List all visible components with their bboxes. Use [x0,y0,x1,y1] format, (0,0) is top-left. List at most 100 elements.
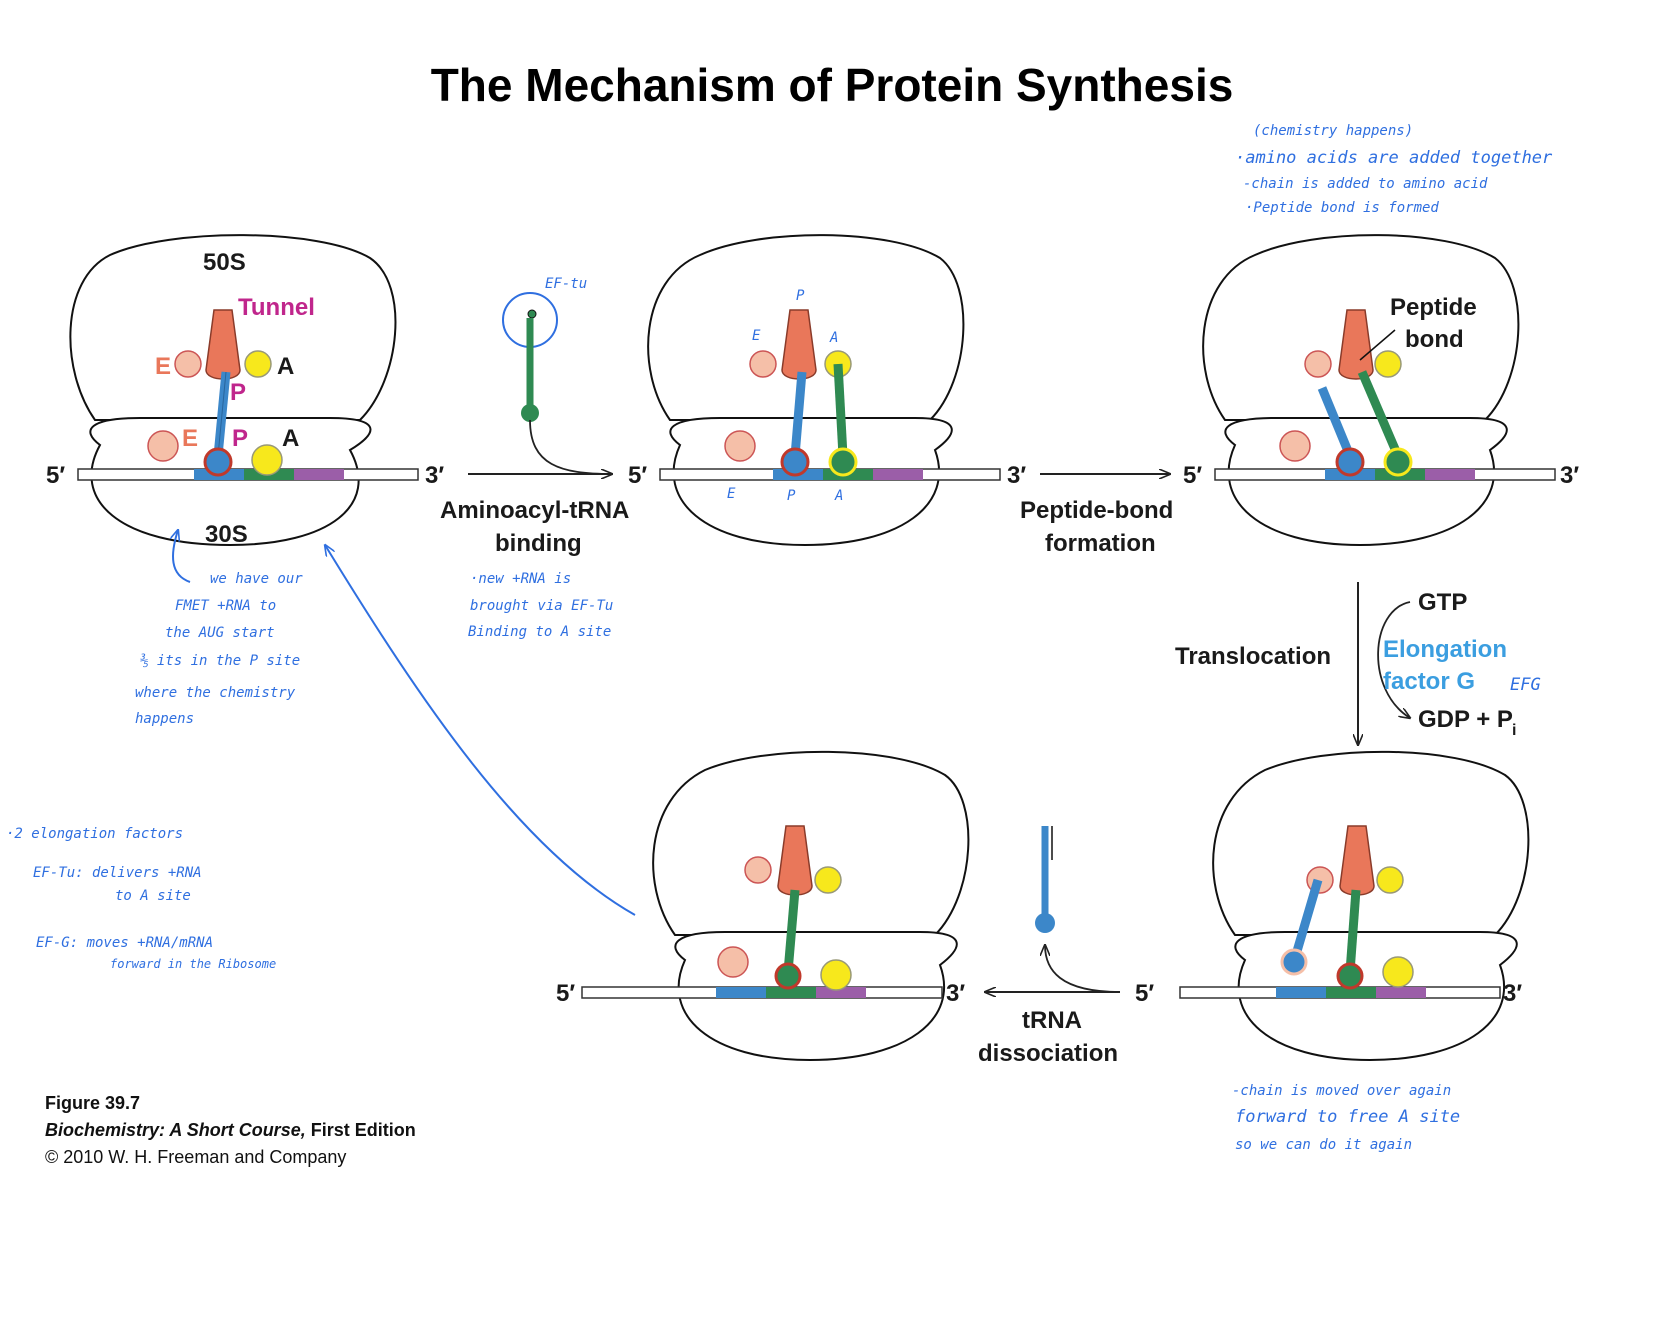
label-3prime: 3′ [946,980,965,1007]
a-site-upper [244,350,272,378]
p-trna-anticodon [780,447,810,477]
label-5prime: 5′ [1135,980,1154,1007]
start-note-5: happens [135,711,194,727]
label-ef-g-line1: Elongation [1383,636,1507,663]
ribosome-panel-dissociated: 5′ 3′ [556,750,970,1062]
p-trna-anticodon [774,962,802,990]
translocation-step: Translocation GTP Elongation factor G GD… [1175,582,1541,745]
efg-note: EFG [1510,675,1541,695]
chemistry-notes: (chemistry happens) ·amino acids are add… [1235,123,1553,216]
label-e-lower: E [182,425,198,452]
binding-note-1: brought via EF-Tu [470,598,613,614]
step-aminoacyl-line1: Aminoacyl-tRNA [440,497,629,524]
label-gdp: GDP + P [1418,706,1513,733]
a-site-upper [814,866,842,894]
step-dissociation-line2: dissociation [978,1040,1118,1067]
binding-notes: ·new +RNA is brought via EF-Tu Binding t… [468,571,613,640]
label-50s: 50S [203,249,246,276]
binding-note-0: ·new +RNA is [470,571,571,587]
start-note-0: we have our [210,571,303,587]
start-note-2: the AUG start [165,625,275,641]
label-3prime: 3′ [1560,462,1579,489]
figure-source: Biochemistry: A Short Course, First Edit… [45,1117,416,1144]
dissociation-curve [1045,945,1121,993]
mark-e-lower: E [727,486,736,502]
p-trna-stem [790,371,807,457]
released-trna-anticodon [1035,913,1055,933]
ef-tu-note: EF-tu [545,276,587,292]
figure-caption: Figure 39.7 Biochemistry: A Short Course… [45,1090,416,1171]
again-note-0: -chain is moved over again [1232,1083,1451,1099]
factor-note-2: to A site [115,888,191,904]
label-p-lower: P [232,425,248,452]
small-subunit [1224,417,1508,547]
cycle-return-arrow [325,545,636,916]
binding-curve-arrow [529,419,613,475]
mark-p-lower: P [787,488,796,504]
released-trna [1035,826,1055,933]
chemistry-note-1: ·amino acids are added together [1235,148,1553,168]
trna-anticodon [521,404,539,422]
initiator-trna-stem-outline [217,371,227,457]
ribosome-panel-translocated: 5′ 3′ [1135,750,1530,1062]
a-site-lower [251,444,283,476]
large-subunit [652,750,970,936]
a-trna-stem [833,363,848,457]
label-tunnel: Tunnel [238,294,315,321]
chemistry-note-0: (chemistry happens) [1253,123,1413,139]
label-5prime: 5′ [628,462,647,489]
chemistry-note-2: -chain is added to amino acid [1243,176,1488,192]
label-gdp-subscript: i [1512,722,1516,739]
ribosome-panel-aminoacyl: 5′ 3′ E P A E P A [628,234,1026,547]
ribosome-panel-initial: 50S Tunnel E A P E P A 5′ 3′ 30S [46,234,444,548]
factor-note-4: forward in the Ribosome [110,957,276,971]
e-site-lower [717,946,749,978]
label-bond: bond [1405,326,1464,353]
p-site-tunnel [1338,309,1374,380]
label-peptide: Peptide [1390,294,1477,321]
label-3prime: 3′ [1503,980,1522,1007]
p-trna-anticodon [1336,962,1364,990]
e-site-lower [147,430,179,462]
a-site-lower [1382,956,1414,988]
initiator-trna-anticodon [203,447,233,477]
codon-p [766,987,816,998]
p-trna-stem [1317,386,1355,458]
codon-a [1376,987,1426,998]
codon-a [816,987,866,998]
start-note-4: where the chemistry [135,685,296,701]
factor-note-0: ·2 elongation factors [6,826,183,842]
e-site-lower [1279,430,1311,462]
step-translocation: Translocation [1175,643,1331,670]
a-site-upper [1376,866,1404,894]
step-aminoacyl-line2: binding [495,530,582,557]
label-30s: 30S [205,521,248,548]
figure-copyright: © 2010 W. H. Freeman and Company [45,1147,347,1167]
ef-g-curve [1377,601,1410,718]
label-ef-g-line2: factor G [1383,668,1475,695]
a-trna-anticodon [1383,447,1413,477]
e-site-lower [724,430,756,462]
large-subunit [1212,750,1530,936]
a-trna-stem [1357,370,1403,458]
label-3prime: 3′ [425,462,444,489]
start-note-3: ⅗ its in the P site [140,653,300,669]
step-peptide-line1: Peptide-bond [1020,497,1173,524]
label-5prime: 5′ [46,462,65,489]
label-p-upper: P [230,379,246,406]
binding-note-2: Binding to A site [468,624,611,640]
label-a-upper: A [277,353,294,380]
codon-next [873,469,923,480]
book-edition: First Edition [310,1120,416,1140]
again-notes: -chain is moved over again forward to fr… [1232,1083,1460,1153]
factor-notes: ·2 elongation factors EF-Tu: delivers +R… [6,826,276,971]
e-trna-anticodon [1280,948,1308,976]
label-a-lower: A [282,425,299,452]
book-title: Biochemistry: A Short Course, [45,1120,306,1140]
mark-a-upper: A [829,330,838,346]
a-site-upper [1374,350,1402,378]
factor-note-3: EF-G: moves +RNA/mRNA [36,935,213,951]
label-3prime: 3′ [1007,462,1026,489]
